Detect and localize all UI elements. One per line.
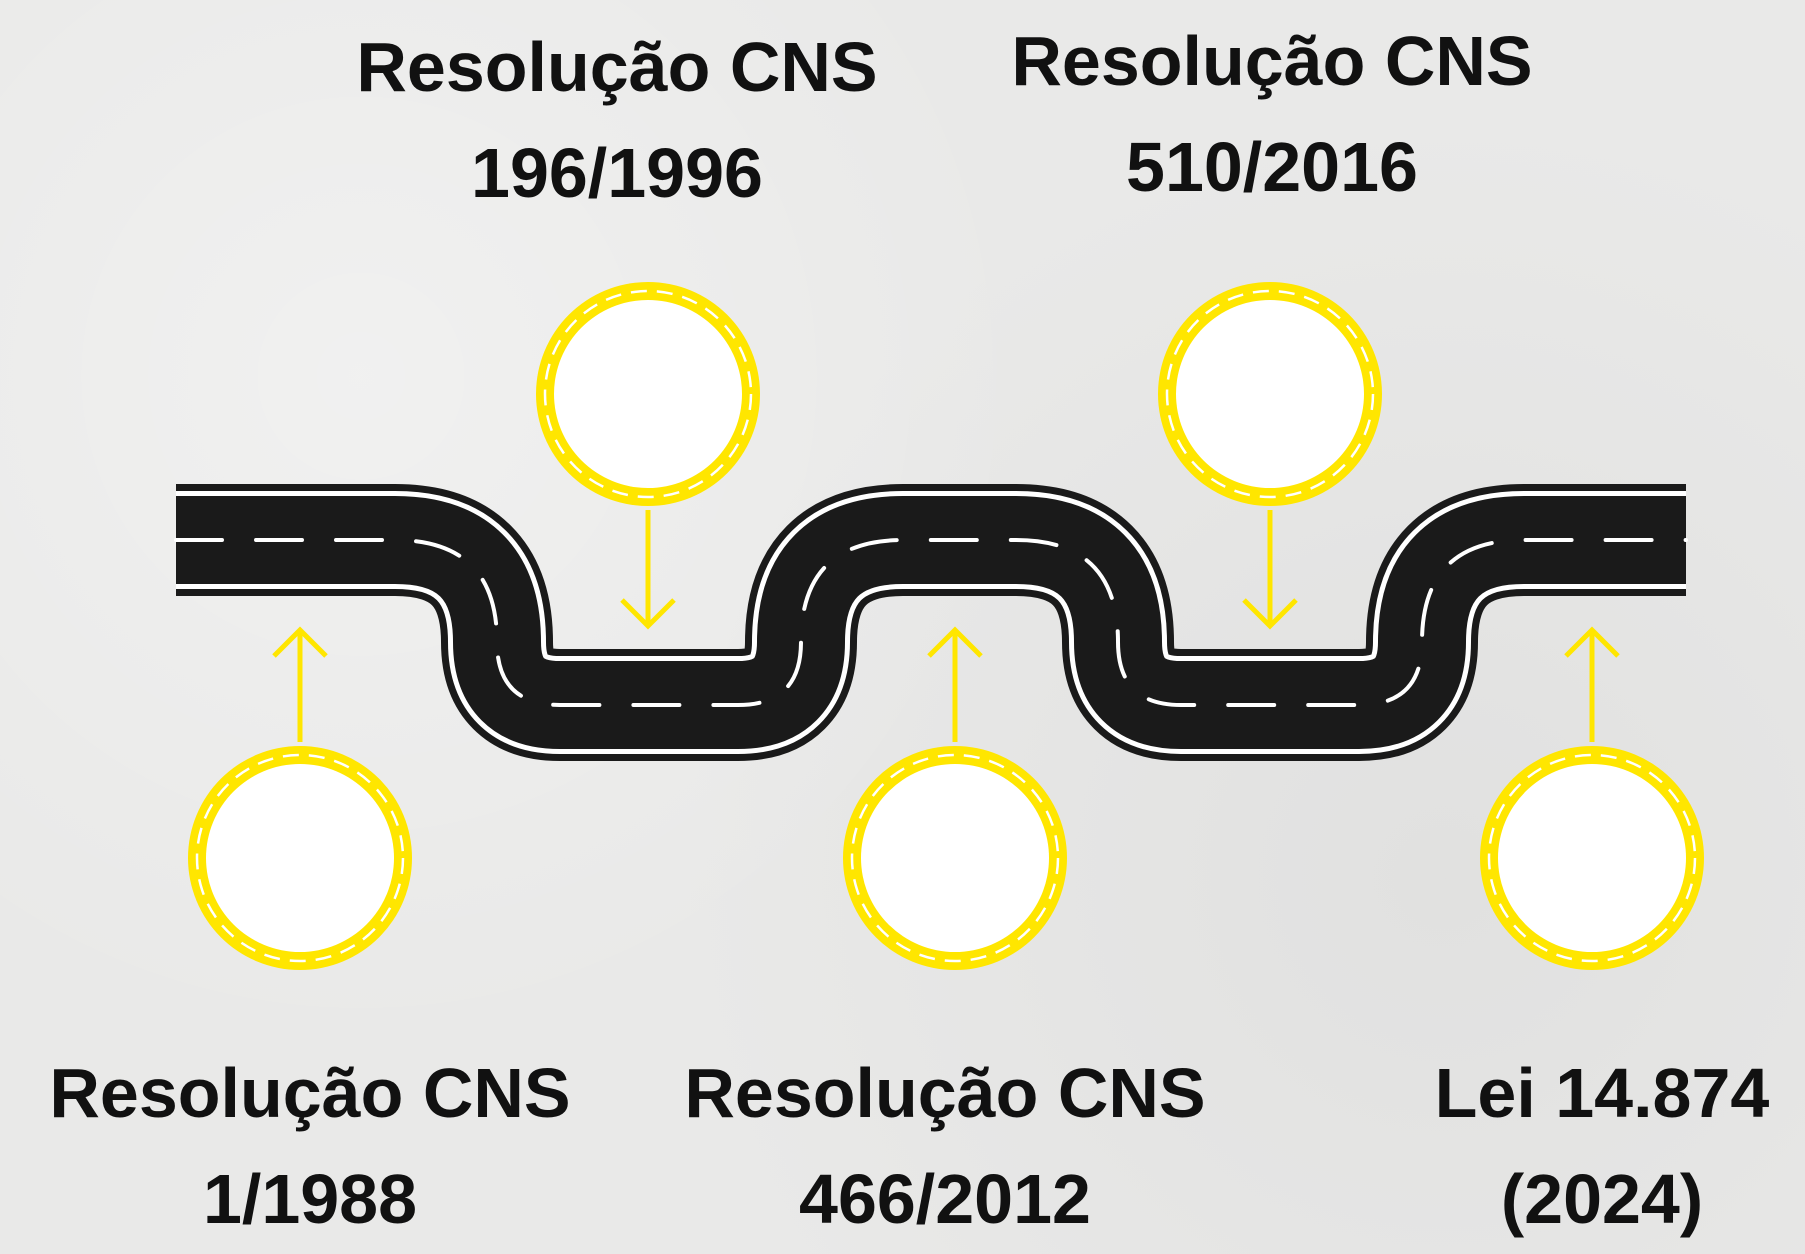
node-center <box>206 764 394 952</box>
road-lane-dashes <box>174 538 1688 707</box>
label-year: 1/1988 <box>202 1160 418 1239</box>
milestone-label-1996: Resolução CNS 196/1996 <box>356 14 877 227</box>
label-title: Resolução CNS <box>684 1054 1206 1132</box>
node-center <box>554 300 742 488</box>
winding-road <box>174 484 1688 761</box>
label-title: Resolução CNS <box>49 1054 571 1132</box>
milestone-label-2012: Resolução CNS 466/2012 <box>684 1040 1205 1253</box>
node-dashes <box>1165 289 1375 499</box>
milestone-label-1988: Resolução CNS 1/1988 <box>49 1040 570 1253</box>
road-surface <box>176 496 1686 749</box>
label-title: Resolução CNS <box>356 28 878 106</box>
arrow-up-icon <box>927 626 983 658</box>
milestone-label-2024: Lei 14.874 (2024) <box>1435 1040 1770 1253</box>
node-center <box>1176 300 1364 488</box>
marker-2024 <box>1480 626 1704 970</box>
milestone-label-2016: Resolução CNS 510/2016 <box>1011 8 1532 221</box>
marker-2012 <box>843 626 1067 970</box>
node-center <box>861 764 1049 952</box>
label-title: Resolução CNS <box>1011 22 1533 100</box>
label-year: 510/2016 <box>1126 128 1418 207</box>
timeline-markers <box>188 282 1704 970</box>
arrow-up-icon <box>272 626 328 658</box>
node-dashes <box>1487 753 1697 963</box>
label-year: (2024) <box>1500 1160 1704 1239</box>
arrow-up-icon <box>1564 626 1620 658</box>
marker-1996 <box>536 282 760 630</box>
arrow-down-icon <box>620 598 676 630</box>
label-year: 196/1996 <box>471 134 763 213</box>
node-dashes <box>543 289 753 499</box>
marker-1988 <box>188 626 412 970</box>
label-title: Lei 14.874 <box>1434 1054 1770 1132</box>
node-center <box>1498 764 1686 952</box>
node-dashes <box>850 753 1060 963</box>
marker-2016 <box>1158 282 1382 630</box>
arrow-down-icon <box>1242 598 1298 630</box>
node-dashes <box>195 753 405 963</box>
label-year: 466/2012 <box>799 1160 1091 1239</box>
